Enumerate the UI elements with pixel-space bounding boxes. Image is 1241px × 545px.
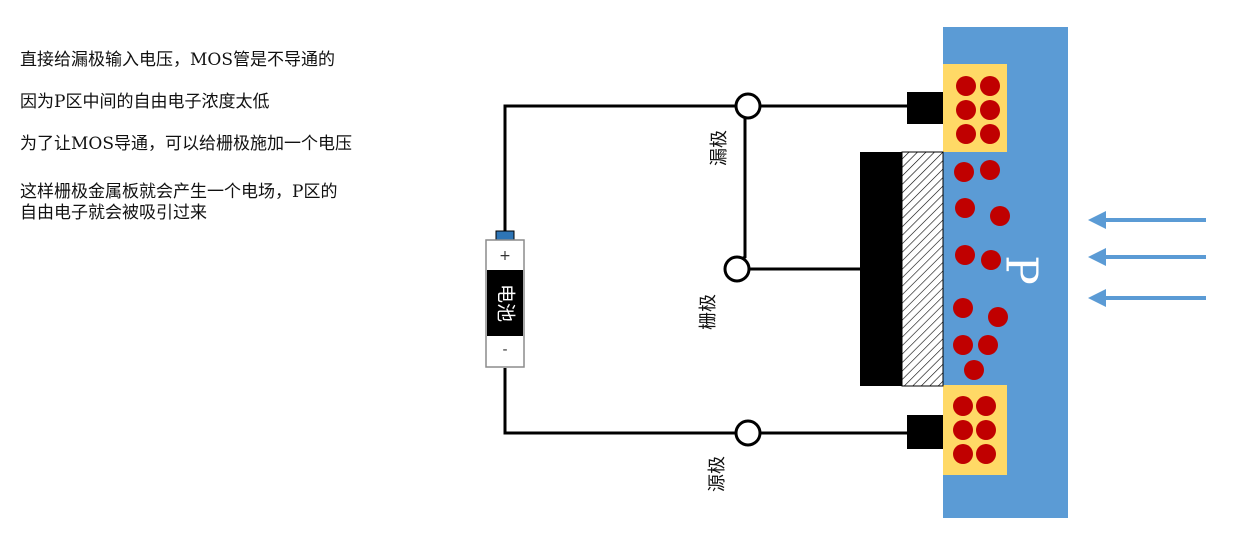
gate-label: 栅极 xyxy=(698,294,719,330)
electron-icon xyxy=(976,396,996,416)
note-drain-voltage: 直接给漏极输入电压，MOS管是不导通的 xyxy=(20,50,335,70)
field-arrows xyxy=(1088,211,1206,307)
arrow-left-icon xyxy=(1088,211,1206,229)
drain-contact xyxy=(907,92,943,124)
battery-cap xyxy=(495,230,515,241)
electron-icon xyxy=(953,444,973,464)
battery: 电池 + - xyxy=(485,230,525,368)
electron-icon xyxy=(980,100,1000,120)
electron-icon xyxy=(955,198,975,218)
source-label: 源极 xyxy=(707,456,728,492)
electron-icon xyxy=(976,444,996,464)
electron-icon xyxy=(953,420,973,440)
electron-icon xyxy=(953,396,973,416)
note-low-electron-density: 因为P区中间的自由电子浓度太低 xyxy=(20,92,270,112)
source-contact xyxy=(907,415,943,449)
gate-oxide-layer xyxy=(901,151,944,387)
drain-label: 漏极 xyxy=(709,130,730,166)
arrow-left-icon xyxy=(1088,289,1206,307)
electron-icon xyxy=(954,162,974,182)
electron-icon xyxy=(953,298,973,318)
electron-icon xyxy=(990,206,1010,226)
battery-label: 电池 xyxy=(495,284,517,322)
electron-icon xyxy=(988,307,1008,327)
electron-icon xyxy=(980,124,1000,144)
electron-icon xyxy=(976,420,996,440)
gate-metal-plate xyxy=(860,152,902,386)
battery-label-band xyxy=(487,270,523,336)
gate-terminal xyxy=(723,255,751,283)
electron-icon xyxy=(981,250,1001,270)
electron-icon xyxy=(964,360,984,380)
p-region-label: P xyxy=(996,255,1047,285)
battery-plus-sign: + xyxy=(499,248,511,264)
electron-icon xyxy=(956,124,976,144)
note-electric-field: 这样栅极金属板就会产生一个电场，P区的 自由电子就会被吸引过来 xyxy=(20,182,338,223)
circuit-wires xyxy=(503,104,907,435)
channel-electrons xyxy=(953,160,1010,380)
arrow-left-icon xyxy=(1088,248,1206,266)
electron-icon xyxy=(980,76,1000,96)
electron-icon xyxy=(978,335,998,355)
battery-minus-sign: - xyxy=(502,342,507,358)
electron-icon xyxy=(955,245,975,265)
drain-electrons xyxy=(956,76,1000,144)
electron-icon xyxy=(956,76,976,96)
drain-terminal xyxy=(734,92,762,120)
source-doped-region xyxy=(943,385,1007,475)
electron-icon xyxy=(956,100,976,120)
source-terminal xyxy=(734,419,762,447)
electron-icon xyxy=(953,335,973,355)
electron-icon xyxy=(980,160,1000,180)
note-gate-voltage: 为了让MOS导通，可以给栅极施加一个电压 xyxy=(20,134,352,154)
source-electrons xyxy=(953,396,996,464)
